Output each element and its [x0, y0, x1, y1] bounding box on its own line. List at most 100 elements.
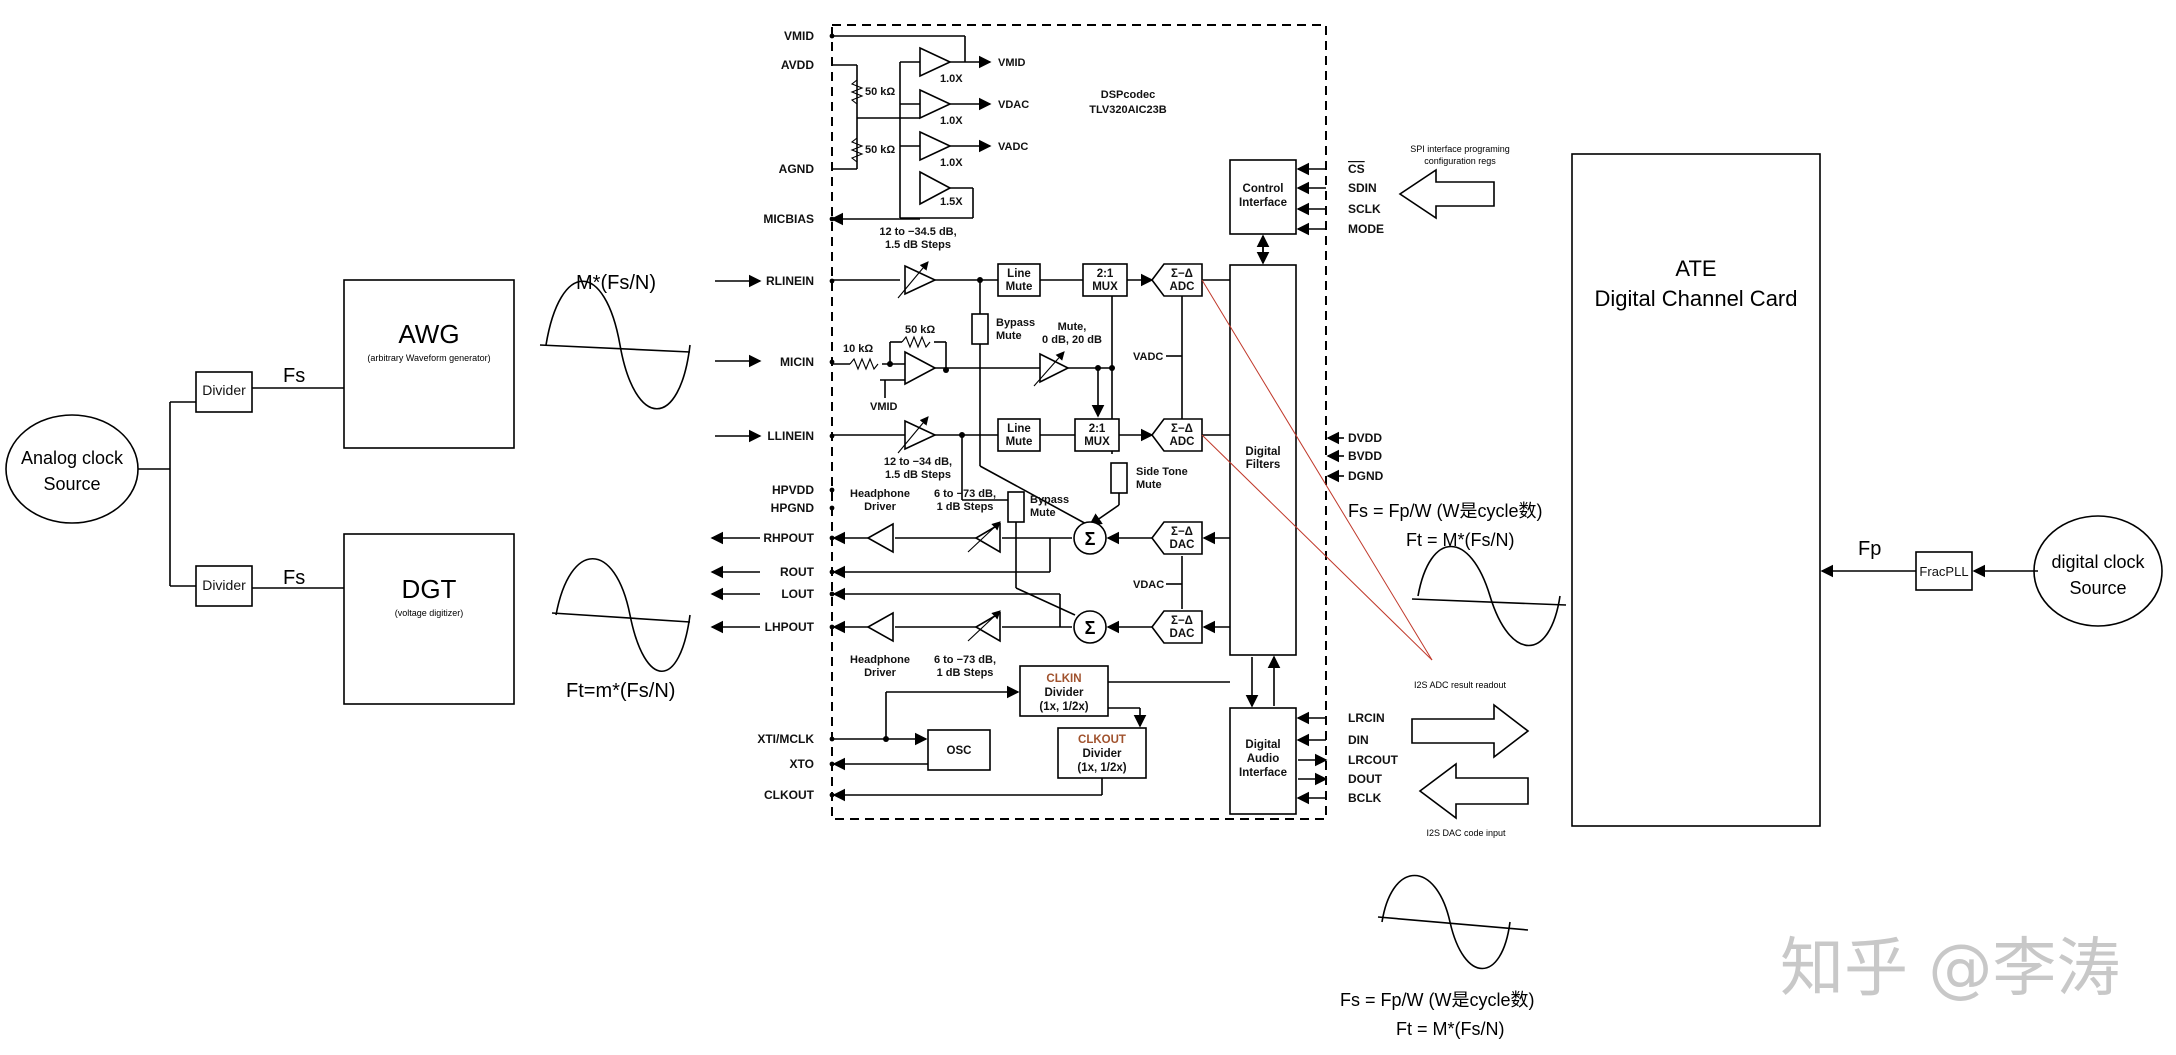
resistor-50k-bottom: [850, 137, 864, 163]
divider-label-bottom: Divider: [202, 577, 246, 593]
pin-hpgnd: HPGND: [771, 501, 815, 515]
digital-audio-interface-line: Audio: [1247, 753, 1280, 765]
dac-r: [1151, 521, 1203, 555]
hp-steps-line: 6 to −73 dB,: [934, 654, 996, 666]
chip-title: DSPcodec: [1101, 89, 1155, 101]
ft-sine-wave-1: [1417, 545, 1561, 647]
pin-dvdd: DVDD: [1348, 431, 1382, 445]
mux-l-line: MUX: [1084, 436, 1110, 448]
hp-steps-label-top: 6 to −73 dB,1 dB Steps: [934, 488, 996, 513]
pin-agnd: AGND: [779, 162, 815, 176]
digital-filters: [1229, 264, 1297, 656]
awg-title: AWG: [398, 319, 459, 349]
adc-l-line: ADC: [1170, 436, 1195, 448]
pin-dot: [829, 487, 835, 493]
line-mute-l: [997, 418, 1041, 452]
fracpll-label: FracPLL: [1919, 564, 1968, 579]
mux-r: [1082, 263, 1128, 297]
pin-rhpout: RHPOUT: [763, 531, 814, 545]
resistor-50k-top: [850, 79, 864, 105]
clkin-line: CLKIN: [1046, 673, 1081, 685]
pin-dgnd: DGND: [1348, 469, 1384, 483]
side-tone-mute: [1110, 462, 1128, 494]
adc-r-line: ADC: [1170, 281, 1195, 293]
i2s-dac-note: I2S DAC code input: [1426, 828, 1506, 838]
i2s-dac-arrow: [1418, 762, 1529, 820]
pin-dot: [829, 792, 835, 798]
pin-vmid: VMID: [784, 29, 814, 43]
hp-steps-label-bottom: 6 to −73 dB,1 dB Steps: [934, 654, 996, 679]
ate-card-line: ATE: [1675, 256, 1716, 281]
digital-clock-line: Source: [2069, 578, 2126, 598]
bypass-mute-l-line: Mute: [1030, 507, 1056, 519]
side-tone-line: Side Tone: [1136, 466, 1188, 478]
mic-mute-line: 0 dB, 20 dB: [1042, 334, 1102, 346]
buf-label-vdac: VDAC: [998, 99, 1029, 111]
digital-audio-interface-line: Digital: [1245, 739, 1280, 751]
buf-label-vmid: VMID: [998, 57, 1026, 69]
osc-label: OSC: [947, 745, 972, 757]
mux-l: [1074, 418, 1120, 452]
side-tone-line: Mute: [1136, 479, 1162, 491]
gain-1: 1.0X: [940, 73, 963, 85]
hp-driver-line: Headphone: [850, 654, 910, 666]
bypass-mute-l: [1007, 491, 1025, 523]
awg-subtitle: (arbitrary Waveform generator): [367, 353, 490, 363]
mic-mute-line: Mute,: [1058, 321, 1087, 333]
spi-arrow: [1398, 168, 1495, 220]
dgt-sine-wave: [555, 558, 691, 673]
osc-block: [927, 729, 991, 771]
vmid-mic-label: VMID: [870, 401, 898, 413]
analog-clock-line: Analog clock: [21, 448, 124, 468]
i2s-adc-arrow: [1411, 703, 1530, 759]
fs-label-bottom: Fs: [283, 567, 305, 589]
pin-hpvdd: HPVDD: [772, 483, 814, 497]
digital-filters-line: Filters: [1246, 459, 1281, 471]
pin-dot: [829, 624, 835, 630]
ate-card: [1571, 153, 1821, 827]
equation-2b: Ft = M*(Fs/N): [1396, 1019, 1505, 1039]
digital-clock-line: digital clock: [2051, 552, 2145, 572]
line-mute-l-line: Mute: [1006, 436, 1033, 448]
line-mute-r-line: Line: [1007, 268, 1031, 280]
equation-1a: Fs = Fp/W (W是cycle数): [1348, 501, 1543, 521]
control-interface-line: Interface: [1239, 197, 1287, 209]
bypass-mute-r-line: Bypass: [996, 317, 1035, 329]
res-10k-label: 10 kΩ: [843, 343, 873, 355]
buf-label-vadc: VADC: [998, 141, 1028, 153]
pin-clkout: CLKOUT: [764, 788, 815, 802]
pin-mode: MODE: [1348, 222, 1384, 236]
digital-audio-interface: [1229, 707, 1297, 815]
dac-r-line: DAC: [1170, 539, 1195, 551]
hp-driver-line: Headphone: [850, 488, 910, 500]
pin-micbias: MICBIAS: [763, 212, 814, 226]
dac-l-line: DAC: [1170, 628, 1195, 640]
fp-label: Fp: [1858, 538, 1881, 560]
bypass-mute-l-line: Bypass: [1030, 494, 1069, 506]
chip-part-number: TLV320AIC23B: [1089, 104, 1166, 116]
divider-box-top: [195, 371, 253, 413]
dgt-box: [343, 533, 515, 705]
summer-l-label: Σ: [1085, 618, 1096, 638]
summer-r-label: Σ: [1085, 529, 1096, 549]
fracpll-box: [1915, 551, 1973, 591]
rline-steps-line: 1.5 dB Steps: [885, 239, 951, 251]
hp-steps-line: 1 dB Steps: [937, 667, 994, 679]
pin-rlinein: RLINEIN: [766, 274, 814, 288]
pin-sdin: SDIN: [1348, 181, 1377, 195]
fs-label-top: Fs: [283, 365, 305, 387]
